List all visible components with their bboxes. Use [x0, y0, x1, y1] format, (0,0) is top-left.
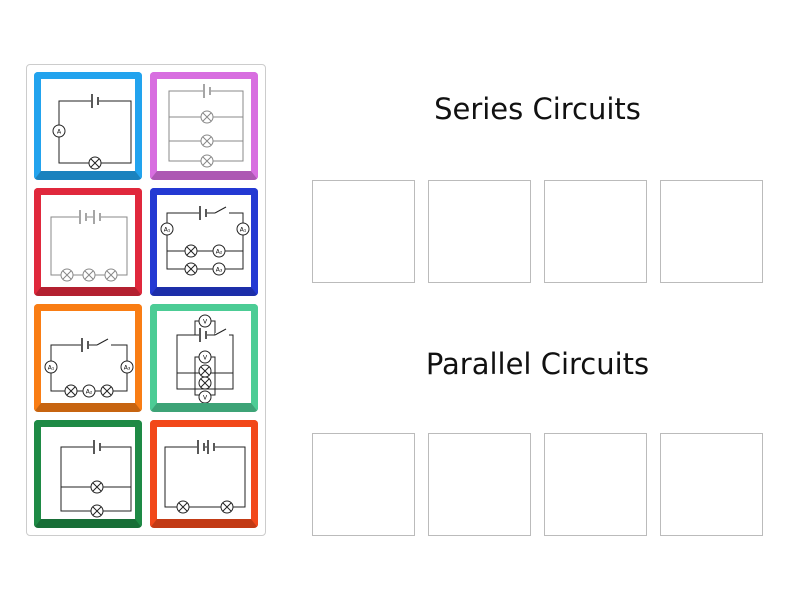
svg-text:A₁: A₁ — [240, 227, 247, 234]
svg-text:A₁: A₁ — [164, 227, 171, 234]
circuit-diagram-icon: A — [52, 94, 132, 170]
parallel-drop-slot[interactable] — [428, 433, 531, 536]
tile-circuit-two-lamps-series[interactable] — [150, 420, 258, 528]
tile-circuit-three-lamps-parallel[interactable] — [150, 72, 258, 180]
circuit-diagram-icon: A₁ A₃ A₂ — [44, 338, 134, 398]
svg-text:A₃: A₃ — [124, 365, 131, 372]
tile-circuit-series-ammeters-switch[interactable]: A₁ A₃ A₂ — [34, 304, 142, 412]
tile-circuit-ammeter-lamp[interactable]: A — [34, 72, 142, 180]
series-drop-slot[interactable] — [312, 180, 415, 283]
tile-circuit-three-lamps-series[interactable] — [34, 188, 142, 296]
series-drop-slot[interactable] — [544, 180, 647, 283]
series-drop-slot[interactable] — [660, 180, 763, 283]
svg-text:A₃: A₃ — [216, 267, 223, 274]
circuit-diagram-icon — [168, 84, 244, 168]
svg-text:A₂: A₂ — [216, 249, 223, 256]
tile-circuit-parallel-ammeters-switch[interactable]: A₁ A₁ A₂ A₃ — [150, 188, 258, 296]
group-title-parallel: Parallel Circuits — [425, 347, 650, 381]
svg-text:V: V — [203, 395, 208, 402]
parallel-drop-slot[interactable] — [544, 433, 647, 536]
circuit-diagram-icon: V V V — [176, 314, 234, 403]
tile-circuit-voltmeters-parallel[interactable]: V V V — [150, 304, 258, 412]
circuit-diagram-icon — [60, 440, 132, 518]
svg-text:A: A — [57, 129, 62, 136]
circuit-diagram-icon — [164, 440, 246, 514]
circuit-diagram-icon: A₁ A₁ A₂ A₃ — [160, 206, 250, 276]
group-title-series: Series Circuits — [434, 92, 641, 126]
parallel-drop-slot[interactable] — [660, 433, 763, 536]
svg-text:V: V — [203, 319, 208, 326]
circuit-diagram-icon — [50, 210, 128, 282]
svg-text:A₂: A₂ — [86, 389, 93, 396]
series-drop-slot[interactable] — [428, 180, 531, 283]
svg-text:A₁: A₁ — [48, 365, 55, 372]
parallel-drop-slot[interactable] — [312, 433, 415, 536]
svg-text:V: V — [203, 355, 208, 362]
tile-circuit-two-lamps-parallel[interactable] — [34, 420, 142, 528]
